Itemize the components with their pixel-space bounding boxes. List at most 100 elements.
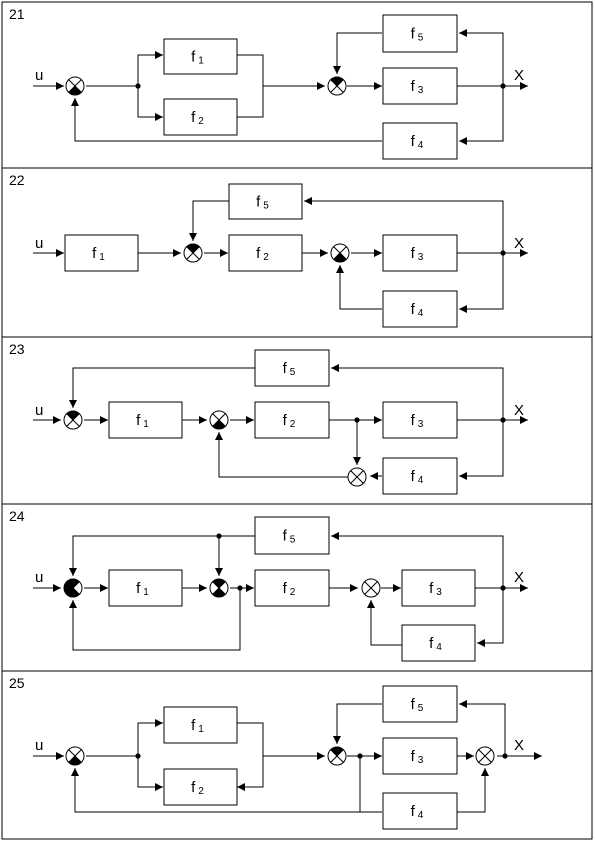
signal-arrow <box>459 700 506 756</box>
signal-arrow <box>459 86 504 145</box>
branch-point <box>357 753 363 759</box>
input-label: u <box>35 737 43 754</box>
output-label: X <box>514 67 524 84</box>
summing-junction <box>347 467 367 487</box>
branch-point <box>354 417 360 423</box>
signal-arrow <box>457 768 489 813</box>
input-label: u <box>35 235 43 252</box>
input-label: u <box>35 569 43 586</box>
panel-number: 24 <box>9 508 25 524</box>
branch-point <box>237 585 243 591</box>
output-label: X <box>514 737 524 754</box>
signal-arrow <box>336 265 382 310</box>
signal-arrow <box>189 200 229 241</box>
signal-arrow <box>459 29 504 86</box>
output-label: X <box>514 569 524 586</box>
branch-point <box>500 417 506 423</box>
panel-number: 25 <box>9 675 25 691</box>
signal-arrow <box>215 432 348 478</box>
input-label: u <box>35 67 43 84</box>
signal-arrow <box>137 86 163 121</box>
summing-junction <box>209 578 229 598</box>
branch-point <box>135 753 141 759</box>
signal-arrow <box>69 535 255 576</box>
signal-arrow <box>71 768 382 813</box>
branch-point <box>500 83 506 89</box>
signal-arrow <box>304 197 504 253</box>
summing-junction <box>475 746 495 766</box>
panel-number: 22 <box>9 172 25 188</box>
summing-junction <box>330 243 350 263</box>
signal-arrow <box>331 532 504 588</box>
branch-point <box>135 83 141 89</box>
signal-arrow <box>331 364 504 420</box>
signal-arrow <box>86 51 163 87</box>
output-label: X <box>514 402 524 419</box>
summing-junction <box>327 76 347 96</box>
branch-point <box>216 533 222 539</box>
summing-junction <box>209 410 229 430</box>
panel-number: 21 <box>9 6 25 22</box>
summing-junction <box>63 578 83 598</box>
signal-arrow <box>333 703 382 744</box>
input-label: u <box>35 402 43 419</box>
signal-arrow <box>137 756 163 791</box>
signal-arrow <box>69 367 255 408</box>
signal-arrow <box>459 253 504 313</box>
signal-arrow <box>237 722 264 791</box>
summing-junction <box>327 746 347 766</box>
signal-arrow <box>459 420 504 480</box>
summing-junction <box>65 746 85 766</box>
signal-arrow <box>477 588 504 647</box>
summing-junction <box>361 578 381 598</box>
summing-junction <box>63 410 83 430</box>
signal-arrow <box>86 719 163 757</box>
signal-arrow <box>71 98 382 142</box>
summing-junction <box>65 76 85 96</box>
